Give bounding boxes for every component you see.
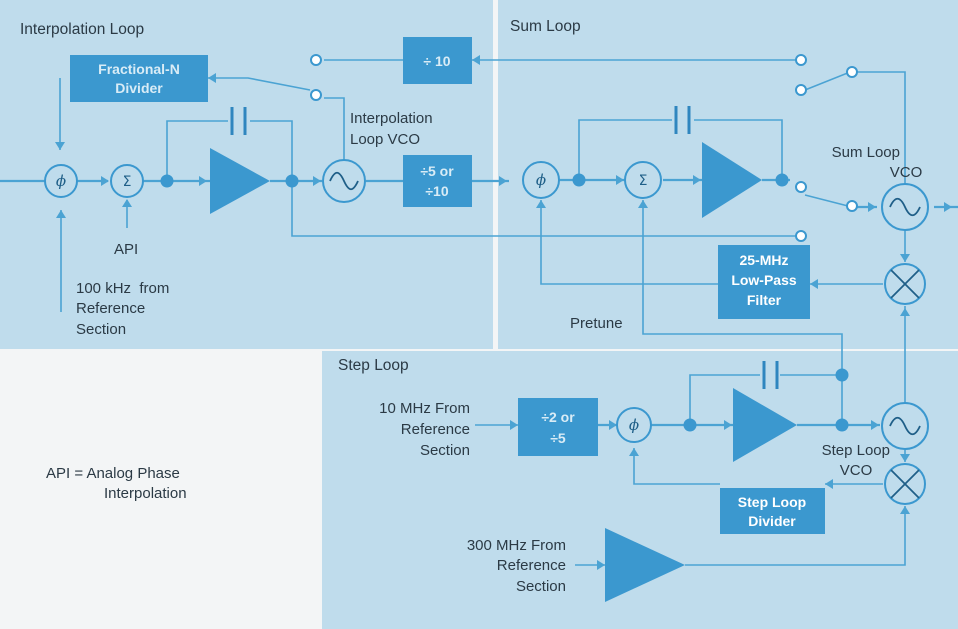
step-vco-symbol bbox=[881, 402, 929, 450]
svg-text:÷5 or: ÷5 or bbox=[420, 163, 454, 179]
sum-phase-symbol: ϕ bbox=[536, 171, 546, 189]
divide-2-or-5-block: ÷2 or ÷5 bbox=[518, 398, 598, 456]
ref100-label-line3: Section bbox=[76, 321, 126, 338]
api-label: API bbox=[114, 241, 138, 258]
svg-text:÷10: ÷10 bbox=[425, 183, 448, 199]
interpolation-phase-detector bbox=[44, 164, 78, 198]
svg-text:Fractional-N: Fractional-N bbox=[98, 61, 180, 77]
step-loop-amplifier bbox=[733, 388, 797, 462]
ref300-label-line2: Reference bbox=[497, 557, 566, 574]
sum-vco-label-line2: VCO bbox=[890, 164, 923, 181]
divide-by-10-block: ÷ 10 bbox=[403, 37, 472, 84]
step-loop-panel bbox=[322, 351, 958, 629]
legend-line2: Interpolation bbox=[104, 485, 187, 502]
sum-sum-symbol: Σ bbox=[639, 173, 648, 189]
capacitor-symbols bbox=[230, 106, 779, 389]
step-vco-label-line1: Step Loop bbox=[822, 442, 890, 459]
step-loop-divider-block: Step Loop Divider bbox=[720, 488, 825, 534]
sum-vco-label-line1: Sum Loop bbox=[832, 144, 900, 161]
step-phase-detector bbox=[616, 407, 652, 443]
legend-line1: API = Analog Phase bbox=[46, 465, 180, 482]
sum-loop-amplifier bbox=[702, 142, 762, 218]
sum-phase-detector bbox=[522, 161, 560, 199]
svg-text:Step Loop: Step Loop bbox=[738, 494, 806, 510]
step-phase-symbol: ϕ bbox=[629, 416, 639, 434]
interpolation-vco-label-line1: Interpolation bbox=[350, 110, 433, 127]
interpolation-vco-symbol bbox=[322, 159, 366, 203]
ref100-label-line2: Reference bbox=[76, 300, 145, 317]
interpolation-phase-symbol: ϕ bbox=[56, 172, 66, 190]
reference-300mhz-amplifier bbox=[605, 528, 685, 602]
interpolation-loop-title: Interpolation Loop bbox=[20, 21, 144, 38]
svg-text:÷2 or: ÷2 or bbox=[541, 409, 575, 425]
step-loop-title: Step Loop bbox=[338, 357, 409, 374]
ref10-label-line1: 10 MHz From bbox=[379, 400, 470, 417]
sum-vco-symbol bbox=[881, 183, 929, 231]
interpolation-summer bbox=[110, 164, 144, 198]
svg-text:Divider: Divider bbox=[115, 80, 163, 96]
interpolation-loop-amplifier bbox=[210, 148, 270, 214]
junction-dots bbox=[160, 173, 849, 432]
fractional-n-divider-block: Fractional-N Divider bbox=[70, 55, 208, 102]
step-vco-label-line2: VCO bbox=[840, 462, 873, 479]
sum-summer bbox=[624, 161, 662, 199]
interpolation-loop-wires bbox=[0, 59, 795, 312]
ref10-label-line2: Reference bbox=[401, 421, 470, 438]
svg-text:÷5: ÷5 bbox=[550, 430, 566, 446]
pretune-label: Pretune bbox=[570, 315, 623, 332]
ref100-label-line1: 100 kHz from bbox=[76, 280, 169, 297]
svg-text:Divider: Divider bbox=[748, 513, 796, 529]
interpolation-sum-symbol: Σ bbox=[123, 174, 132, 190]
ref300-label-line3: Section bbox=[516, 578, 566, 595]
switch-terminals bbox=[310, 54, 858, 242]
ref300-label-line1: 300 MHz From bbox=[467, 537, 566, 554]
divide-5-or-10-block: ÷5 or ÷10 bbox=[403, 155, 472, 207]
svg-text:25-MHz: 25-MHz bbox=[739, 252, 788, 268]
ref10-label-line3: Section bbox=[420, 442, 470, 459]
sum-loop-title: Sum Loop bbox=[510, 18, 581, 35]
lowpass-filter-block: 25-MHz Low-Pass Filter bbox=[718, 245, 810, 319]
sum-loop-mixer bbox=[884, 263, 926, 305]
svg-text:÷ 10: ÷ 10 bbox=[423, 53, 450, 69]
step-loop-mixer bbox=[884, 463, 926, 505]
svg-text:Filter: Filter bbox=[747, 292, 782, 308]
interpolation-vco-label-line2: Loop VCO bbox=[350, 131, 420, 148]
svg-text:Low-Pass: Low-Pass bbox=[731, 272, 797, 288]
